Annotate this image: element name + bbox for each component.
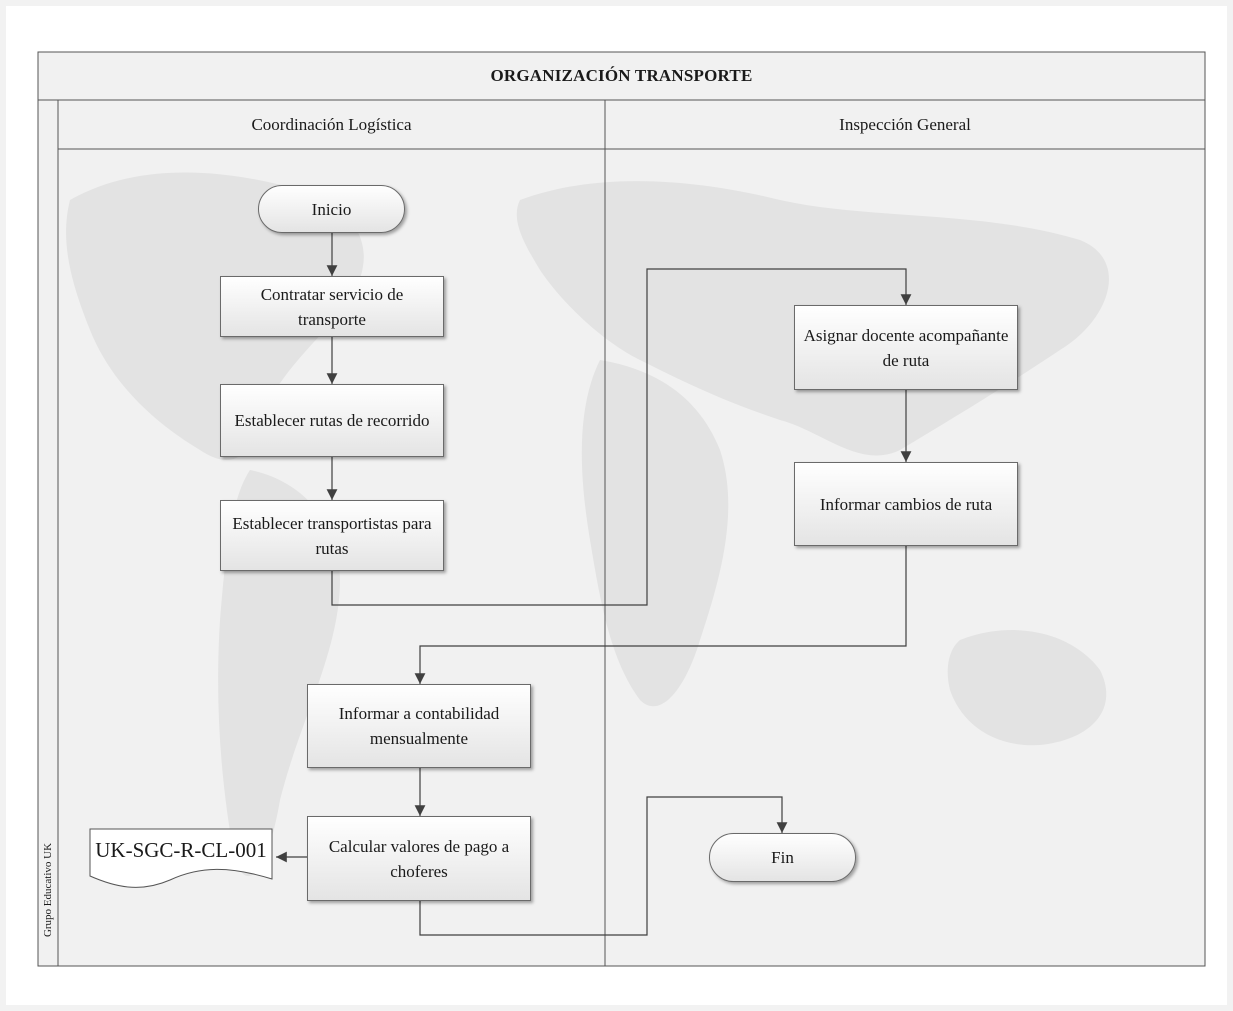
node-end: Fin — [709, 833, 856, 882]
side-label: Grupo Educativo UK — [38, 100, 58, 966]
node-changes: Informar cambios de ruta — [794, 462, 1018, 546]
document-label: UK-SGC-R-CL-001 — [95, 837, 267, 862]
lane-header-coordinacion: Coordinación Logística — [251, 114, 412, 134]
node-assign: Asignar docente acompañante de ruta — [794, 305, 1018, 390]
side-label-text: Grupo Educativo UK — [42, 842, 54, 938]
node-contract: Contratar servicio de transporte — [220, 276, 444, 337]
node-start: Inicio — [258, 185, 405, 233]
node-routes: Establecer rutas de recorrido — [220, 384, 444, 457]
node-payments: Calcular valores de pago a choferes — [307, 816, 531, 901]
edge-payments-end — [419, 796, 788, 936]
node-carriers: Establecer transportistas para rutas — [220, 500, 444, 571]
node-accounting: Informar a contabilidad mensualmente — [307, 684, 531, 768]
lane-header-inspeccion: Inspección General — [839, 114, 971, 134]
edge-carriers-assign — [331, 268, 912, 606]
edge-changes-accounting — [414, 546, 907, 684]
diagram-title: ORGANIZACIÓN TRANSPORTE — [490, 66, 753, 85]
document-shape — [89, 828, 273, 888]
